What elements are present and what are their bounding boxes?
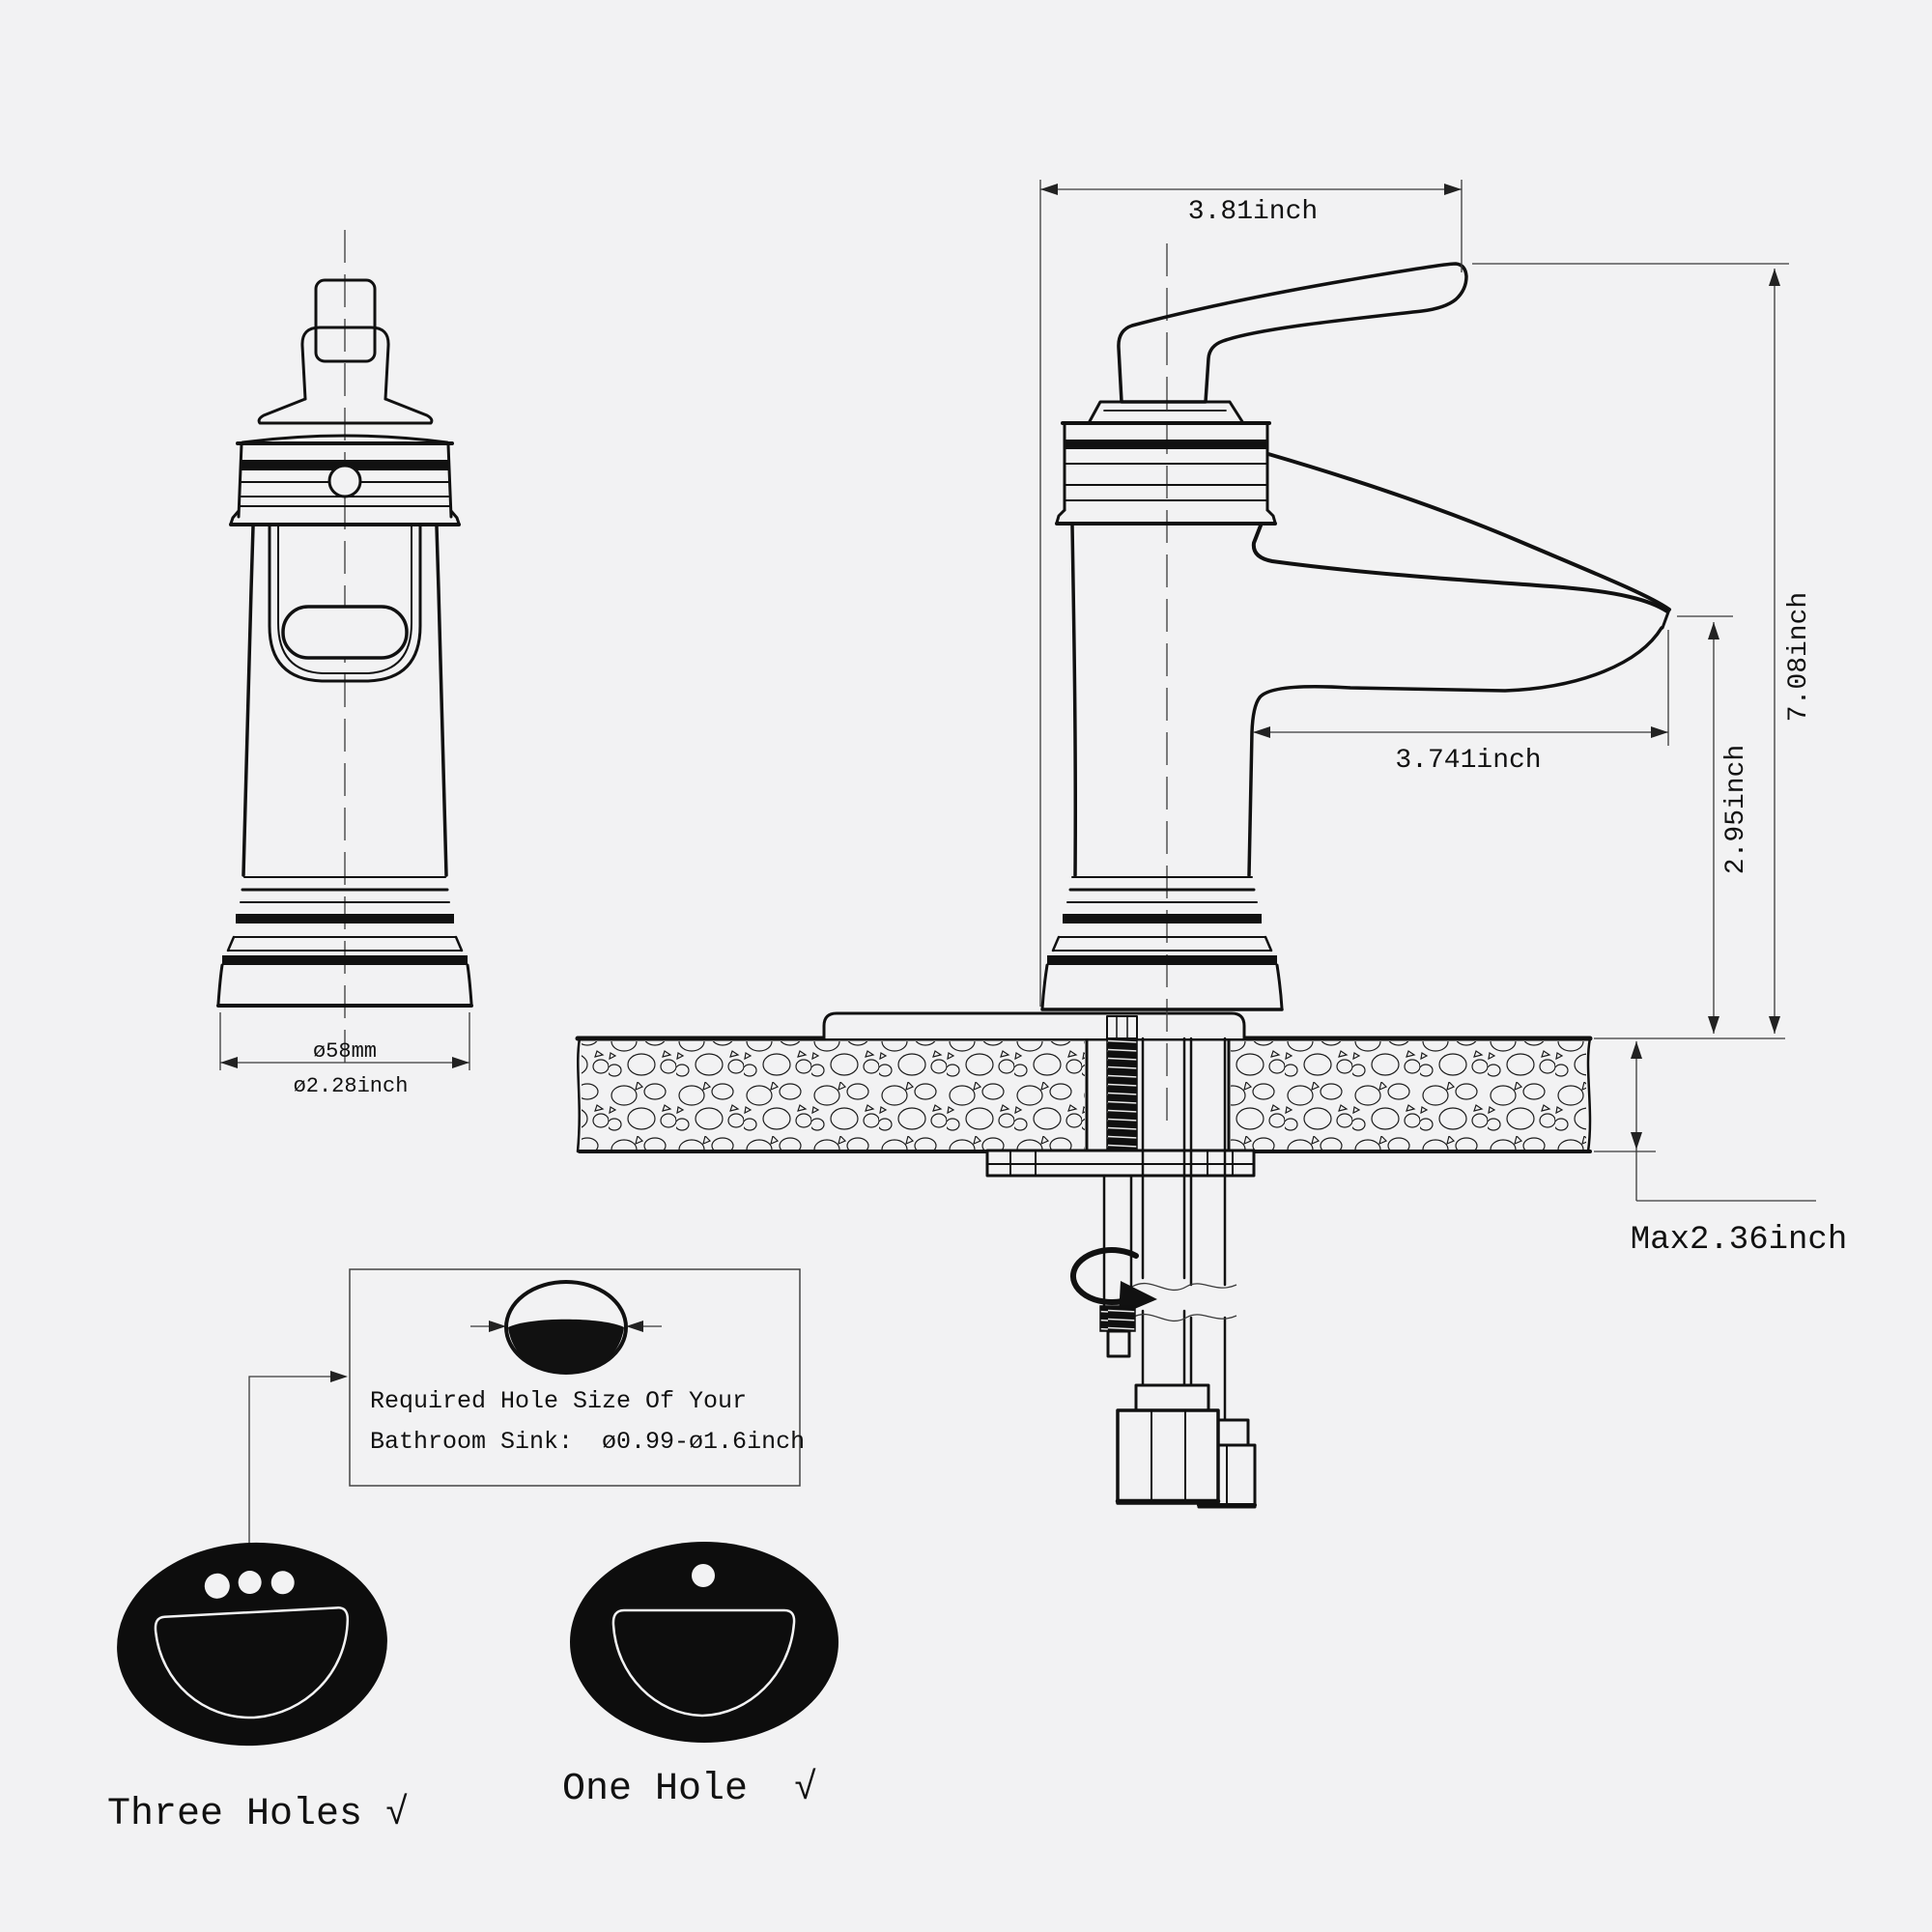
base-diameter-inch-label: ø2.28inch bbox=[294, 1074, 409, 1098]
front-cap-dome bbox=[241, 434, 449, 444]
dimension-total-height: 7.08inch bbox=[1472, 263, 1814, 1034]
rod-tip bbox=[1106, 1329, 1131, 1358]
sink-hole-shadow bbox=[508, 1319, 624, 1373]
dimensions: 3.81inch 7.08inch 2.95inch 3.741inch bbox=[1039, 180, 1847, 1259]
leader-line bbox=[248, 1376, 336, 1547]
front-body-right bbox=[435, 525, 448, 877]
side-collar-band bbox=[1065, 440, 1267, 449]
mounting-rod-lower bbox=[1070, 1174, 1157, 1358]
one-hole-label: One Hole √ bbox=[562, 1768, 817, 1811]
dimension-counter-thickness: Max2.36inch bbox=[1631, 1041, 1847, 1259]
front-neck-flare bbox=[257, 397, 434, 425]
front-body-left bbox=[242, 525, 255, 877]
sink-basin-outline bbox=[154, 1606, 350, 1719]
front-setscrew-circle bbox=[327, 464, 362, 498]
front-spout-frame-inner bbox=[277, 526, 412, 674]
counter-hatch-left bbox=[582, 1041, 1085, 1150]
sink-basin-outline bbox=[611, 1608, 796, 1718]
counter-hatch-right bbox=[1231, 1041, 1586, 1150]
front-stem-holder bbox=[300, 326, 390, 401]
front-base-rings bbox=[216, 876, 473, 1008]
threaded-mounting-rod bbox=[1106, 1037, 1138, 1151]
hose-break-squiggle bbox=[1131, 1282, 1237, 1292]
side-handle-cap bbox=[1087, 400, 1245, 425]
spout-height-label: 2.95inch bbox=[1721, 745, 1751, 874]
side-view bbox=[1040, 243, 1671, 1122]
total-height-label: 7.08inch bbox=[1784, 592, 1814, 722]
rod-upper-stub bbox=[1106, 1015, 1138, 1039]
front-spout-frame-outer bbox=[268, 525, 422, 683]
dimension-handle-width: 3.81inch bbox=[1039, 180, 1463, 1007]
supply-hoses bbox=[1131, 1037, 1237, 1422]
counter-section bbox=[575, 1011, 1593, 1509]
hose-fitting-left bbox=[1115, 1383, 1221, 1505]
counter-thickness-label: Max2.36inch bbox=[1631, 1222, 1847, 1259]
handle-width-label: 3.81inch bbox=[1188, 197, 1318, 227]
spout-top bbox=[1266, 452, 1671, 611]
front-spout-window bbox=[281, 605, 409, 660]
side-lever-handle bbox=[1117, 262, 1468, 404]
faucet-hole-dot bbox=[692, 1564, 715, 1587]
sink-option-one-hole: One Hole √ bbox=[562, 1542, 838, 1811]
hole-size-text-line2: Bathroom Sink: ø0.99-ø1.6inch bbox=[370, 1428, 805, 1456]
dimension-spout-height: 2.95inch bbox=[1677, 615, 1751, 1034]
counter-right-break bbox=[1586, 1037, 1592, 1153]
spout-outlet-face bbox=[1661, 608, 1671, 630]
base-diameter-mm-label: ø58mm bbox=[313, 1039, 377, 1064]
sink-option-three-holes: Three Holes √ bbox=[107, 1542, 409, 1836]
counter-left-break bbox=[576, 1037, 582, 1153]
front-handle-stem bbox=[314, 278, 377, 363]
side-body-left bbox=[1070, 524, 1078, 877]
faucet-hole-dot bbox=[270, 1571, 295, 1595]
tighten-rotation-arrow bbox=[1070, 1247, 1139, 1306]
front-view: ø58mm ø2.28inch bbox=[216, 230, 473, 1098]
faucet-hole-dot bbox=[204, 1573, 230, 1599]
three-holes-label: Three Holes √ bbox=[107, 1793, 409, 1836]
hose-break-squiggle bbox=[1131, 1313, 1237, 1322]
spout-underside bbox=[1251, 524, 1669, 613]
info-box-frame bbox=[349, 1268, 801, 1487]
escutcheon-plate bbox=[822, 1011, 1246, 1040]
hole-size-info-box: Required Hole Size Of Your Bathroom Sink… bbox=[248, 1268, 805, 1547]
spout-reach-label: 3.741inch bbox=[1395, 746, 1541, 776]
hole-size-text-line1: Required Hole Size Of Your bbox=[370, 1387, 747, 1415]
front-diameter-dimension: ø58mm ø2.28inch bbox=[219, 1012, 470, 1098]
side-body-shoulder bbox=[1247, 626, 1663, 877]
faucet-hole-dot bbox=[238, 1571, 262, 1595]
dimension-spout-reach: 3.741inch bbox=[1253, 630, 1669, 776]
side-base-rings bbox=[1040, 876, 1284, 1011]
